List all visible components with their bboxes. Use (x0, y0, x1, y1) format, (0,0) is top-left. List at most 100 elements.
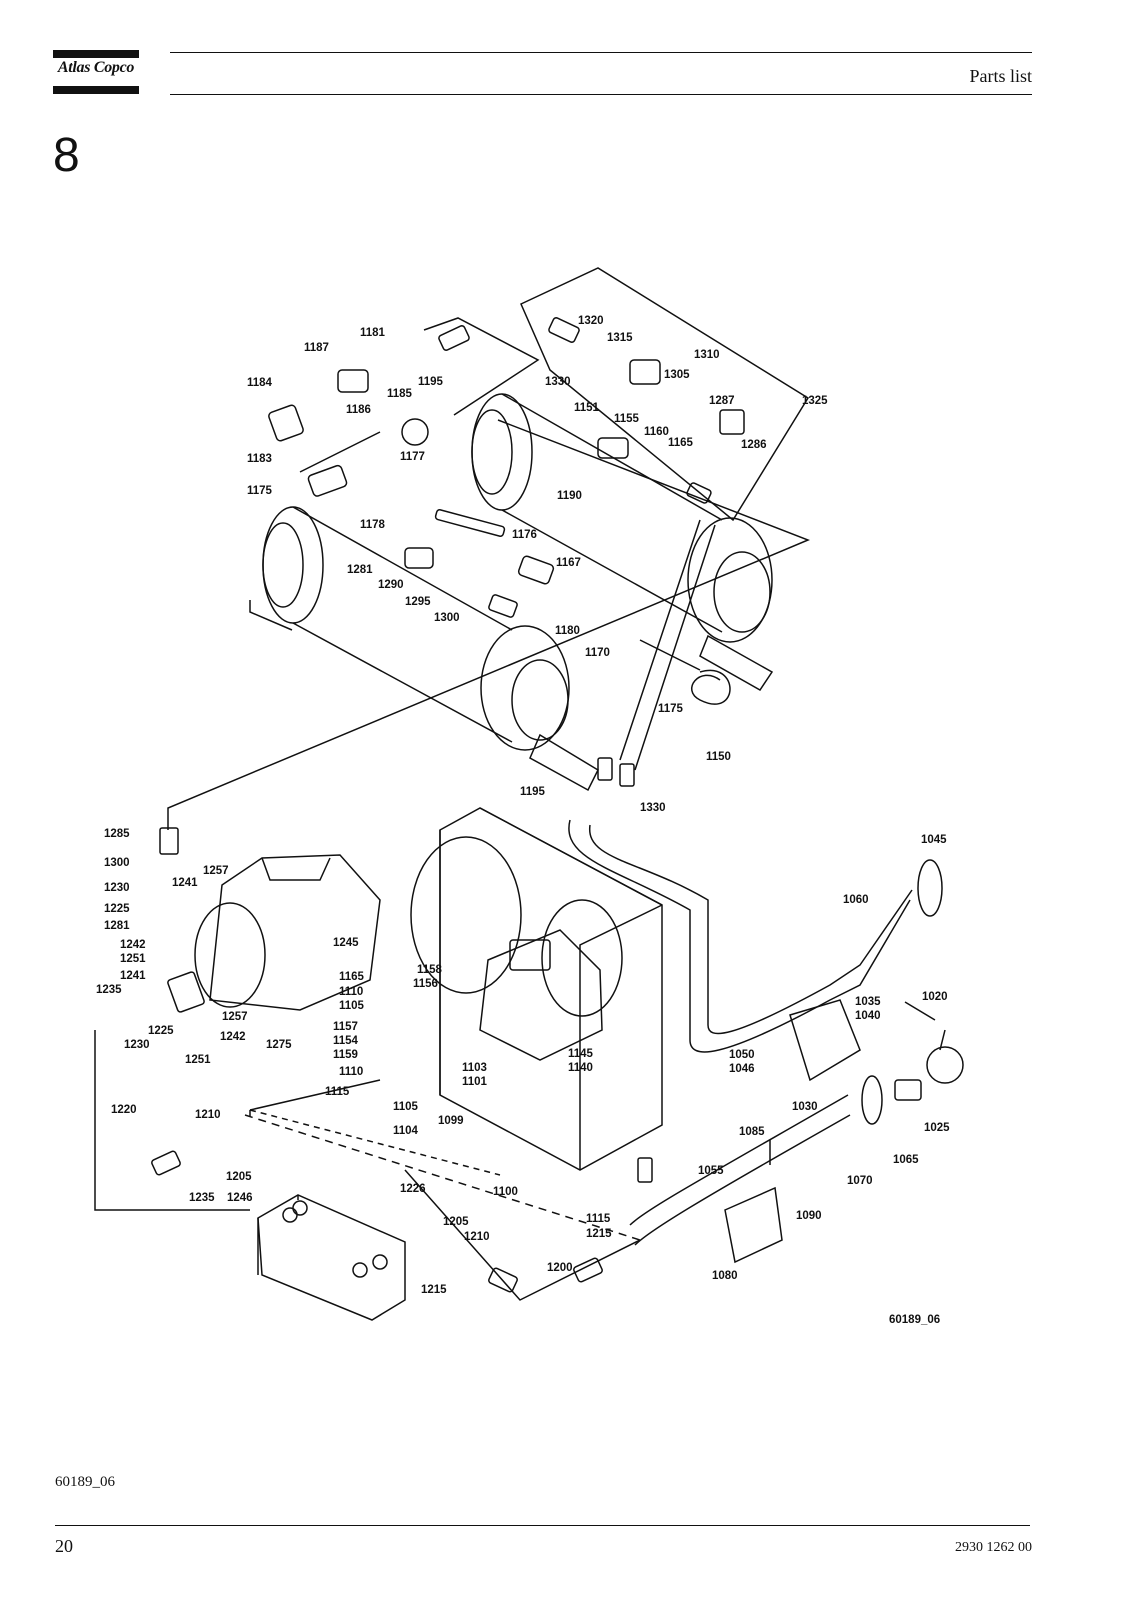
callout-label: 1285 (104, 828, 130, 840)
callout-label: 1184 (247, 377, 273, 389)
callout-label: 1330 (640, 802, 666, 814)
callout-label: 1176 (512, 529, 537, 541)
callout-label: 1235 (96, 984, 122, 996)
callout-label: 1305 (664, 369, 690, 381)
callout-label: 1158 (417, 964, 443, 976)
callout-label: 1115 (586, 1213, 611, 1225)
logo-wordmark: Atlas Copco (57, 59, 135, 76)
callout-label: 1055 (698, 1165, 724, 1177)
callout-label: 1070 (847, 1175, 873, 1187)
section-number: 8 (53, 129, 80, 182)
callout-label: 1195 (520, 786, 546, 798)
callout-label: 1190 (557, 490, 582, 502)
logo-top-bar (53, 50, 139, 58)
callout-label: 1154 (333, 1035, 359, 1047)
callout-label: 1150 (706, 751, 731, 763)
callout-label: 1156 (413, 978, 438, 990)
callout-label: 1205 (226, 1171, 252, 1183)
callout-label: 1025 (924, 1122, 950, 1134)
callout-label: 1230 (104, 882, 130, 894)
callout-label: 1030 (792, 1101, 818, 1113)
callout-label: 1105 (339, 1000, 365, 1012)
callout-label: 1290 (378, 579, 404, 591)
callout-label: 1241 (172, 877, 198, 889)
callout-label: 1065 (893, 1154, 919, 1166)
page-number: 20 (55, 1536, 73, 1556)
callout-label: 1200 (547, 1262, 573, 1274)
callout-label: 1315 (607, 332, 633, 344)
header-rule-top (170, 52, 1032, 53)
callout-label: 1145 (568, 1048, 594, 1060)
callout-label: 1251 (185, 1054, 211, 1066)
callout-label: 1300 (104, 857, 130, 869)
callout-label: 1245 (333, 937, 359, 949)
callout-label: 1320 (578, 315, 604, 327)
callout-label: 1035 (855, 996, 881, 1008)
callout-label: 1215 (421, 1284, 447, 1296)
callout-label: 1110 (339, 986, 363, 998)
callout-label: 1242 (120, 939, 146, 951)
callout-label: 1165 (339, 971, 365, 983)
callout-label: 1281 (104, 920, 130, 932)
atlas-copco-logo: Atlas Copco (53, 50, 139, 94)
callout-label: 1090 (796, 1210, 822, 1222)
callout-label: 1080 (712, 1270, 738, 1282)
callout-label: 1246 (227, 1192, 253, 1204)
callout-label: 1101 (462, 1076, 488, 1088)
callout-label: 1045 (921, 834, 947, 846)
callout-label: 1310 (694, 349, 720, 361)
callout-label: 1177 (400, 451, 425, 463)
callout-label: 1178 (360, 519, 386, 531)
callout-label: 1225 (148, 1025, 174, 1037)
footer-rule (55, 1525, 1030, 1526)
callout-label: 1225 (104, 903, 130, 915)
callout-label: 1195 (418, 376, 444, 388)
callout-label: 1040 (855, 1010, 881, 1022)
callout-label: 1105 (393, 1101, 419, 1113)
document-number: 2930 1262 00 (955, 1540, 1032, 1555)
callout-label: 1281 (347, 564, 373, 576)
callout-label: 1251 (120, 953, 146, 965)
callout-label: 1187 (304, 342, 329, 354)
callout-label: 1235 (189, 1192, 215, 1204)
logo-bottom-bar (53, 86, 139, 94)
callout-label: 1046 (729, 1063, 755, 1075)
drawing-id-label: 60189_06 (889, 1314, 940, 1326)
callout-label: 1103 (462, 1062, 487, 1074)
callout-label: 1175 (247, 485, 273, 497)
callout-label: 1226 (400, 1183, 426, 1195)
callout-label: 1175 (658, 703, 684, 715)
callout-label: 1241 (120, 970, 146, 982)
callout-label: 1183 (247, 453, 272, 465)
callout-label: 1205 (443, 1216, 469, 1228)
page-title: Parts list (969, 66, 1032, 86)
callout-label: 1330 (545, 376, 571, 388)
callout-label: 1110 (339, 1066, 363, 1078)
callout-label: 1100 (493, 1186, 518, 1198)
callout-label: 1275 (266, 1039, 292, 1051)
figure-reference: 60189_06 (55, 1474, 115, 1490)
callout-label: 1140 (568, 1062, 593, 1074)
callout-label: 1186 (346, 404, 371, 416)
callout-label: 1060 (843, 894, 869, 906)
callout-label: 1185 (387, 388, 413, 400)
callout-label: 1181 (360, 327, 386, 339)
callout-label: 1242 (220, 1031, 246, 1043)
callout-label: 1160 (644, 426, 669, 438)
callout-label: 1230 (124, 1039, 150, 1051)
callout-label: 1325 (802, 395, 828, 407)
callout-label: 1085 (739, 1126, 765, 1138)
callout-label: 1165 (668, 437, 694, 449)
callout-label: 1257 (203, 865, 229, 877)
header-rule-bottom (170, 94, 1032, 95)
callout-label: 1170 (585, 647, 610, 659)
callout-label: 1115 (325, 1086, 350, 1098)
callout-label: 1155 (614, 413, 640, 425)
callout-label: 1220 (111, 1104, 137, 1116)
callout-label: 1099 (438, 1115, 464, 1127)
callout-label: 1215 (586, 1228, 612, 1240)
callout-label: 1180 (555, 625, 580, 637)
callout-label: 1167 (556, 557, 581, 569)
callout-label: 1210 (464, 1231, 490, 1243)
callout-label: 1300 (434, 612, 460, 624)
